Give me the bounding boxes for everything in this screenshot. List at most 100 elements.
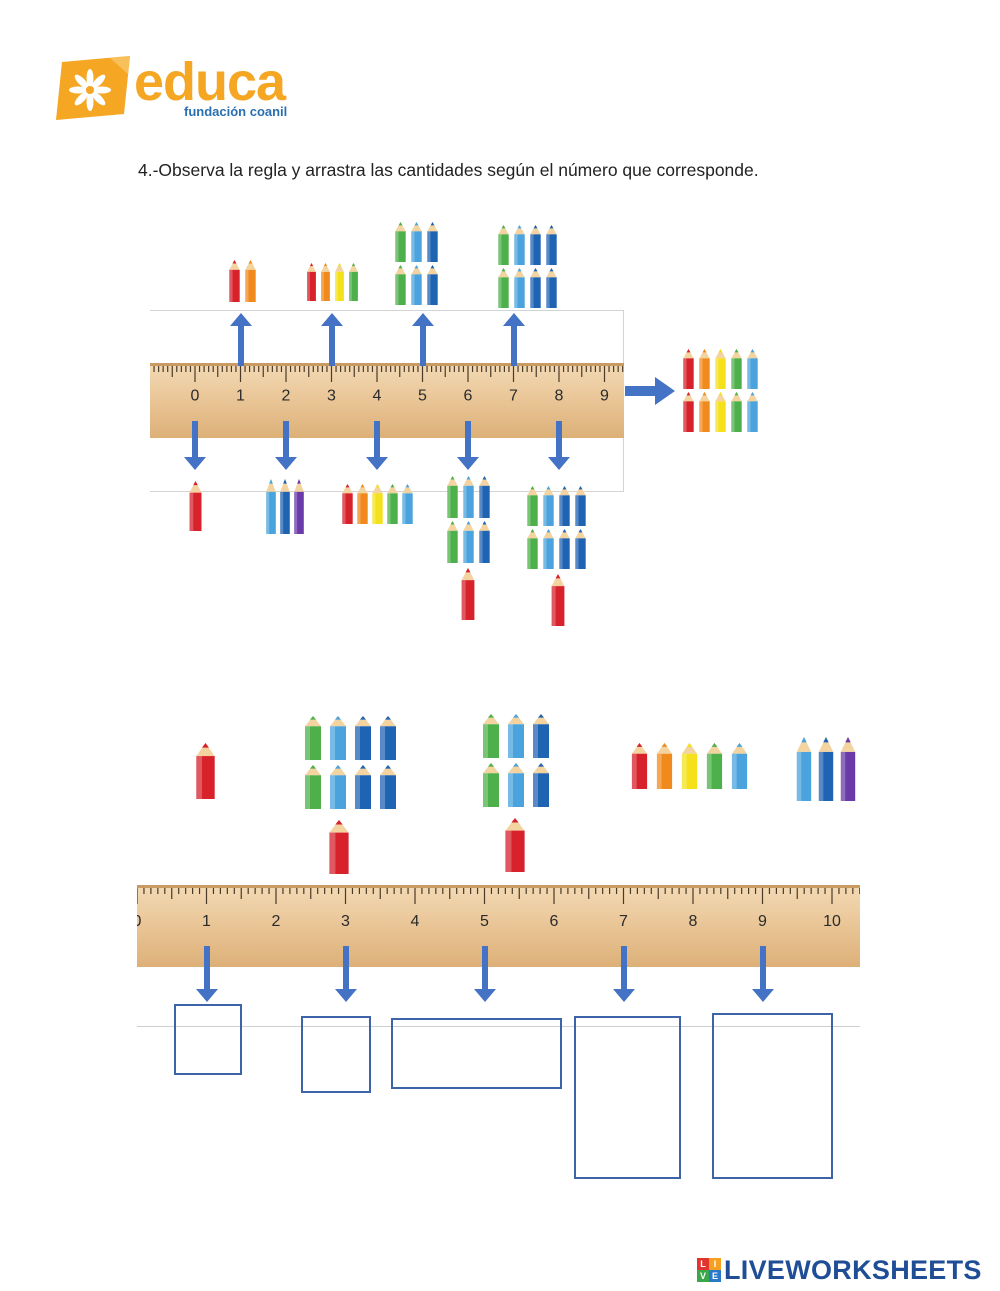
pencil-icon [682, 349, 695, 394]
pencil-icon [188, 481, 203, 536]
ruler-number: 2 [282, 388, 291, 405]
pencil-icon [545, 225, 558, 270]
pencil-icon [655, 743, 674, 794]
pencil-icon [550, 574, 566, 631]
pencil-icon [795, 737, 813, 806]
arrow-up-icon [320, 313, 343, 371]
pencil-icon [353, 765, 373, 814]
drop-target-5[interactable] [391, 1018, 562, 1089]
arrow-down-icon [334, 946, 357, 1007]
pencil-icon [320, 263, 331, 306]
liveworksheets-wordmark: LIVEWORKSHEETS [724, 1255, 982, 1285]
pencil-icon [328, 765, 348, 814]
pencil-icon [529, 225, 542, 270]
pencil-icon [462, 476, 475, 523]
pencil-icon [401, 484, 414, 529]
ruler-number: 0 [137, 913, 142, 930]
pencil-icon [506, 714, 526, 763]
ruler-answer: 012345678910 [137, 885, 860, 967]
pencil-icon [446, 521, 459, 568]
pencil-icon [426, 265, 439, 310]
pencil-icon [503, 818, 527, 877]
pencil-icon [839, 737, 857, 806]
arrow-down-icon [548, 421, 570, 475]
pencil-icon [481, 763, 501, 812]
pencil-icon [526, 529, 539, 574]
pencil-icon [378, 716, 398, 765]
arrow-down-icon [275, 421, 297, 475]
pencil-icon [481, 714, 501, 763]
pencil-icon [817, 737, 835, 806]
logo-wordmark: educa [134, 52, 286, 112]
pencil-icon [334, 263, 345, 306]
ruler-number: 5 [480, 913, 489, 930]
drop-target-1[interactable] [174, 1004, 242, 1075]
arrow-down-icon [612, 946, 635, 1007]
pencil-icon [730, 743, 749, 794]
pencil-icon [746, 392, 759, 437]
pencil-icon [513, 225, 526, 270]
pencil-icon [426, 222, 439, 267]
pencil-icon [545, 268, 558, 313]
ruler-number: 8 [689, 913, 698, 930]
ruler-number: 1 [202, 913, 211, 930]
pencil-icon [478, 476, 491, 523]
pencil-icon [446, 476, 459, 523]
pencil-icon [714, 392, 727, 437]
arrow-down-icon [366, 421, 388, 475]
pencil-icon [558, 486, 571, 531]
pencil-icon [460, 568, 476, 625]
liveworksheets-brand: L I V E LIVEWORKSHEETS [697, 1254, 997, 1286]
ruler-number: 10 [823, 913, 841, 930]
badge-letter: I [709, 1258, 721, 1270]
drop-target-9[interactable] [712, 1013, 833, 1179]
arrow-up-icon [502, 313, 525, 371]
pencil-icon [574, 529, 587, 574]
arrow-down-icon [184, 421, 206, 475]
pencil-icon [303, 716, 323, 765]
pencil-icon [506, 763, 526, 812]
pencil-icon [531, 714, 551, 763]
bottom-panel-line [137, 1026, 860, 1027]
ruler-number: 0 [191, 388, 200, 405]
live-badge-icon: L I V E [697, 1258, 721, 1282]
pencil-icon [410, 222, 423, 267]
pencil-icon [542, 486, 555, 531]
instruction-text: 4.-Observa la regla y arrastra las canti… [138, 160, 759, 180]
arrow-down-icon [751, 946, 774, 1007]
badge-letter: L [697, 1258, 709, 1270]
pencil-icon [293, 479, 305, 539]
pencil-icon [303, 765, 323, 814]
pencil-icon [341, 484, 354, 529]
pencil-icon [497, 268, 510, 313]
ruler-number: 2 [272, 913, 281, 930]
pencil-icon [306, 263, 317, 306]
drop-target-7[interactable] [574, 1016, 681, 1179]
pencil-icon [574, 486, 587, 531]
pencil-icon [348, 263, 359, 306]
ruler-number: 7 [509, 388, 518, 405]
pencil-icon [730, 349, 743, 394]
pencil-icon [265, 479, 277, 539]
pencil-icon [529, 268, 542, 313]
pencil-icon [410, 265, 423, 310]
logo-subtitle: fundación coanil [184, 104, 288, 119]
pencil-icon [682, 392, 695, 437]
pencil-icon [705, 743, 724, 794]
badge-letter: E [709, 1270, 721, 1282]
badge-letter: V [697, 1270, 709, 1282]
ruler-number: 3 [341, 913, 350, 930]
ruler-number: 4 [373, 388, 382, 405]
pencil-icon [279, 479, 291, 539]
arrow-up-icon [411, 313, 434, 371]
ruler-number: 4 [411, 913, 420, 930]
educa-logo: educa fundación coanil [52, 52, 312, 132]
pencil-icon [526, 486, 539, 531]
pencil-icon [244, 260, 257, 307]
arrow-down-icon [457, 421, 479, 475]
ruler-number: 6 [464, 388, 473, 405]
pencil-icon [394, 222, 407, 267]
ruler-number: 5 [418, 388, 427, 405]
pencil-icon [462, 521, 475, 568]
drop-target-3[interactable] [301, 1016, 371, 1093]
